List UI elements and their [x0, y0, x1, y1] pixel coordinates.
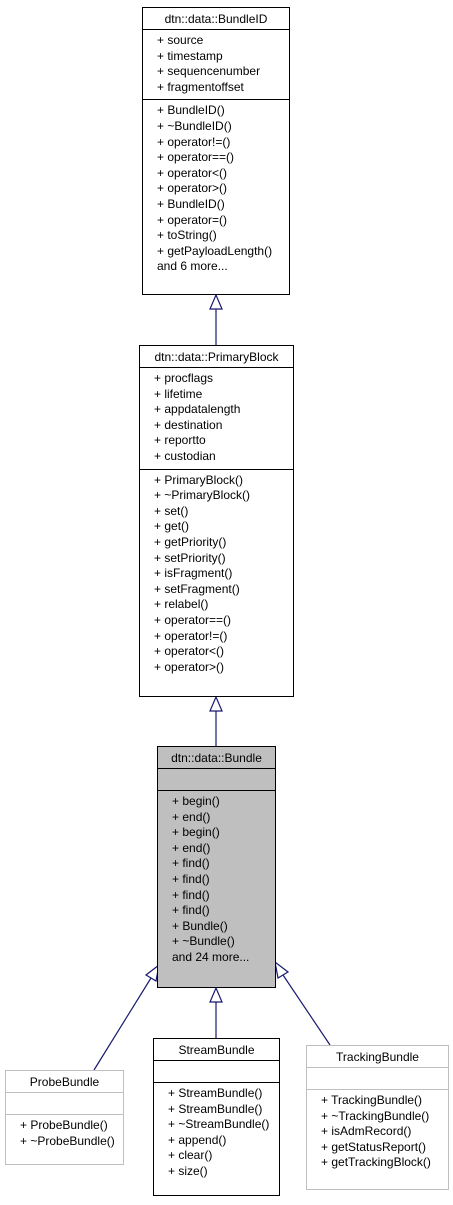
class-title: StreamBundle: [154, 1039, 279, 1061]
method-list: + ProbeBundle()+ ~ProbeBundle(): [6, 1115, 123, 1153]
method-item[interactable]: + setPriority(): [154, 550, 226, 565]
method-item[interactable]: + find(): [172, 871, 210, 886]
attribute-list-empty: [307, 1068, 448, 1090]
attribute-item[interactable]: + timestamp: [157, 48, 223, 63]
method-item[interactable]: + BundleID(): [157, 103, 225, 118]
method-item[interactable]: + isFragment(): [154, 566, 233, 581]
method-item[interactable]: + operator==(): [154, 612, 232, 627]
class-title: dtn::data::BundleID: [143, 8, 289, 30]
method-item[interactable]: + toString(): [157, 228, 217, 243]
arrowhead-primaryblock: [209, 695, 223, 712]
method-item[interactable]: + append(): [168, 1132, 227, 1147]
class-bundle[interactable]: dtn::data::Bundle + begin()+ end()+ begi…: [157, 746, 276, 988]
method-item[interactable]: + PrimaryBlock(): [154, 472, 244, 487]
attribute-item[interactable]: + destination: [154, 417, 223, 432]
method-item[interactable]: + setFragment(): [154, 581, 240, 596]
class-title: TrackingBundle: [307, 1046, 448, 1068]
class-title: ProbeBundle: [6, 1071, 123, 1093]
attribute-item[interactable]: + fragmentoffset: [157, 79, 244, 94]
attribute-item[interactable]: + reportto: [154, 433, 206, 448]
method-item[interactable]: + ~BundleID(): [157, 118, 232, 133]
edge-probebundle-bundle: [93, 977, 152, 1071]
method-item[interactable]: + StreamBundle(): [168, 1101, 263, 1116]
method-item[interactable]: + isAdmRecord(): [321, 1124, 412, 1139]
method-item[interactable]: + getStatusReport(): [321, 1139, 427, 1154]
method-item[interactable]: + operator!=(): [154, 628, 228, 643]
class-trackingbundle[interactable]: TrackingBundle + TrackingBundle()+ ~Trac…: [306, 1045, 449, 1190]
attribute-list-empty: [158, 769, 275, 791]
method-item[interactable]: + clear(): [168, 1148, 213, 1163]
attribute-item[interactable]: + sequencenumber: [157, 64, 261, 79]
class-bundleid[interactable]: dtn::data::BundleID + source+ timestamp+…: [142, 7, 290, 295]
method-item[interactable]: + set(): [154, 503, 189, 518]
method-item[interactable]: + operator<(): [154, 644, 225, 659]
method-item[interactable]: + operator!=(): [157, 134, 231, 149]
arrowhead-bundle-right: [274, 960, 290, 979]
edge-trackingbundle-bundle: [282, 974, 331, 1046]
method-item[interactable]: + getTrackingBlock(): [321, 1155, 431, 1170]
class-title: dtn::data::Bundle: [158, 747, 275, 769]
method-item[interactable]: + operator<(): [157, 165, 228, 180]
method-list: + BundleID()+ ~BundleID()+ operator!=()+…: [143, 100, 289, 279]
method-item[interactable]: + find(): [172, 903, 210, 918]
method-item[interactable]: + find(): [172, 887, 210, 902]
method-list: + begin()+ end()+ begin()+ end()+ find()…: [158, 791, 275, 970]
method-item[interactable]: + ~PrimaryBlock(): [154, 488, 251, 503]
method-list: + StreamBundle()+ StreamBundle()+ ~Strea…: [154, 1083, 279, 1184]
attribute-item[interactable]: + source: [157, 33, 204, 47]
method-item[interactable]: + ~TrackingBundle(): [321, 1108, 430, 1123]
method-item[interactable]: + StreamBundle(): [168, 1086, 263, 1100]
method-list: + PrimaryBlock()+ ~PrimaryBlock()+ set()…: [140, 470, 293, 680]
attribute-item[interactable]: + procflags: [154, 371, 214, 385]
method-item[interactable]: + end(): [172, 809, 211, 824]
more-members-link[interactable]: and 24 more...: [172, 949, 250, 964]
method-item[interactable]: + operator==(): [157, 150, 235, 165]
method-item[interactable]: + ~ProbeBundle(): [20, 1133, 115, 1148]
method-item[interactable]: + getPayloadLength(): [157, 243, 273, 258]
method-item[interactable]: + end(): [172, 840, 211, 855]
arrowhead-bundleid: [209, 293, 223, 310]
class-streambundle[interactable]: StreamBundle + StreamBundle()+ StreamBun…: [153, 1038, 280, 1196]
attribute-item[interactable]: + custodian: [154, 448, 216, 463]
method-item[interactable]: + get(): [154, 519, 190, 534]
attribute-item[interactable]: + appdatalength: [154, 402, 241, 417]
method-item[interactable]: + TrackingBundle(): [321, 1093, 423, 1107]
class-probebundle[interactable]: ProbeBundle + ProbeBundle()+ ~ProbeBundl…: [5, 1070, 124, 1165]
method-item[interactable]: + ~StreamBundle(): [168, 1117, 270, 1132]
attribute-list-empty: [154, 1061, 279, 1083]
method-item[interactable]: + ProbeBundle(): [20, 1118, 108, 1132]
method-item[interactable]: + getPriority(): [154, 534, 227, 549]
method-item[interactable]: + size(): [168, 1163, 208, 1178]
method-item[interactable]: + begin(): [172, 825, 220, 840]
attribute-item[interactable]: + lifetime: [154, 386, 203, 401]
arrowhead-bundle-center: [209, 986, 223, 1003]
method-item[interactable]: + Bundle(): [172, 918, 228, 933]
method-item[interactable]: + relabel(): [154, 597, 209, 612]
class-primaryblock[interactable]: dtn::data::PrimaryBlock + procflags+ lif…: [139, 345, 294, 697]
more-members-link[interactable]: and 6 more...: [157, 259, 228, 274]
attribute-list-empty: [6, 1093, 123, 1115]
method-list: + TrackingBundle()+ ~TrackingBundle()+ i…: [307, 1090, 448, 1175]
class-title: dtn::data::PrimaryBlock: [140, 346, 293, 368]
method-item[interactable]: + ~Bundle(): [172, 934, 235, 949]
method-item[interactable]: + BundleID(): [157, 196, 225, 211]
method-item[interactable]: + operator=(): [157, 212, 228, 227]
method-item[interactable]: + find(): [172, 856, 210, 871]
attribute-list: + source+ timestamp+ sequencenumber+ fra…: [143, 30, 289, 101]
attribute-list: + procflags+ lifetime+ appdatalength+ de…: [140, 368, 293, 470]
method-item[interactable]: + operator>(): [154, 659, 225, 674]
method-item[interactable]: + begin(): [172, 794, 220, 808]
method-item[interactable]: + operator>(): [157, 181, 228, 196]
